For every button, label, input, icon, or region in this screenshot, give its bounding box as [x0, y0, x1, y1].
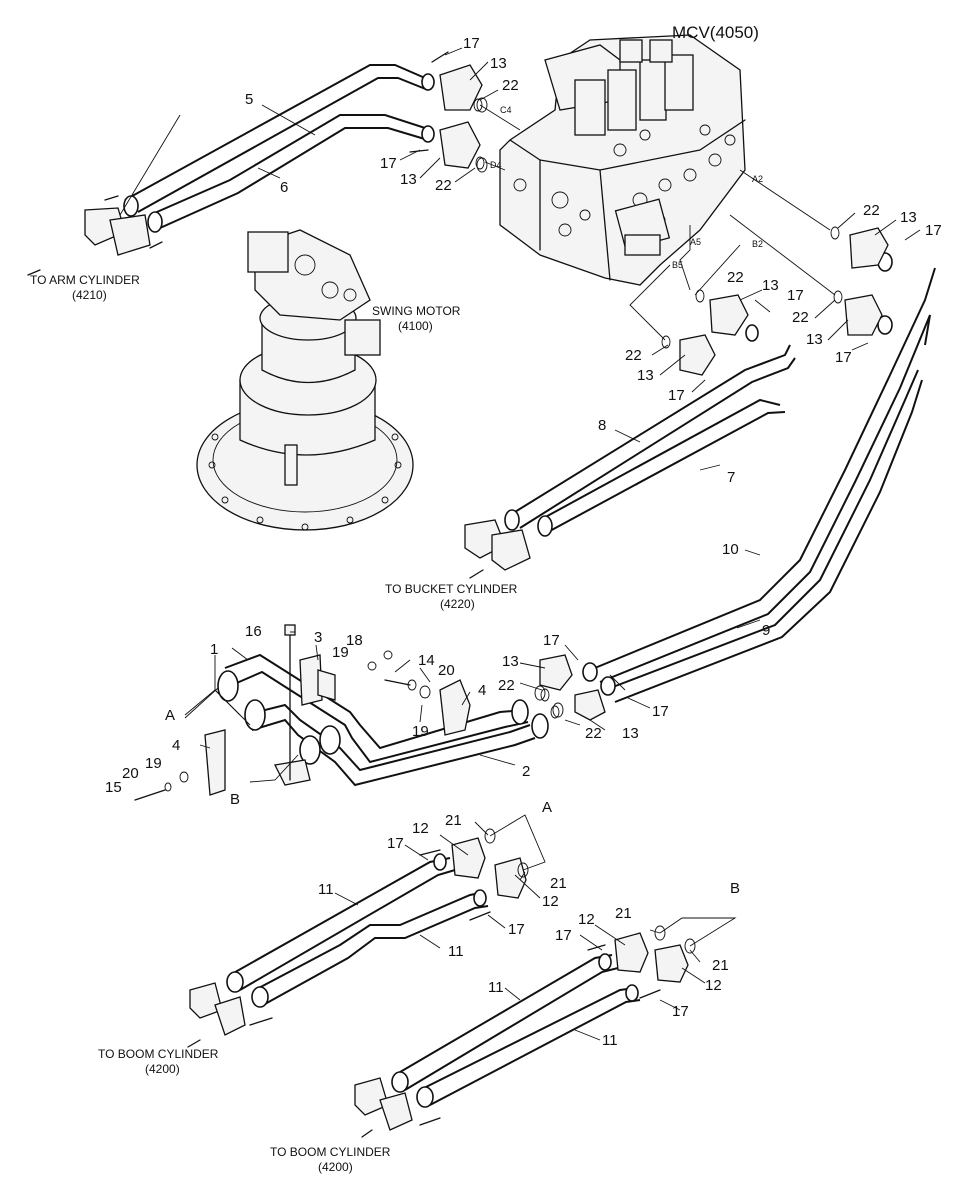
- callout-12-c: 12: [578, 911, 595, 928]
- bucket-hoses: TO BUCKET CYLINDER (4220): [385, 294, 796, 611]
- swing-motor-label: SWING MOTOR: [372, 304, 461, 318]
- callout-13-b: 13: [400, 171, 417, 188]
- callout-20-b: 20: [122, 765, 139, 782]
- port-b2: B2: [752, 239, 763, 249]
- callout-22-g: 22: [498, 677, 515, 694]
- callout-17-a: 17: [463, 35, 480, 52]
- to-boom-cylinder-2-label: TO BOOM CYLINDER: [270, 1145, 391, 1159]
- main-control-valve: MCV(4050): [499, 23, 759, 286]
- port-leader-lines: C4 D4 A2 B2 A5 B5: [479, 104, 836, 341]
- swing-motor-number: (4100): [398, 319, 433, 333]
- callout-22-d: 22: [727, 269, 744, 286]
- port-b5: B5: [672, 260, 683, 270]
- boom-hoses-upper: TO BOOM CYLINDER (4200): [98, 814, 546, 1076]
- callout-leaders: [184, 47, 921, 1041]
- callout-B-1: B: [230, 791, 240, 808]
- callout-21-c: 21: [615, 905, 632, 922]
- callout-6: 6: [280, 179, 288, 196]
- callout-13-g: 13: [502, 653, 519, 670]
- callout-22-a: 22: [502, 77, 519, 94]
- callout-19-a: 19: [332, 644, 349, 661]
- callout-17-h: 17: [652, 703, 669, 720]
- callout-21-b: 21: [550, 875, 567, 892]
- to-bucket-cylinder-number: (4220): [440, 597, 475, 611]
- callout-7: 7: [727, 469, 735, 486]
- arm-hoses: TO ARM CYLINDER (4210): [27, 51, 488, 302]
- to-boom-cylinder-1-number: (4200): [145, 1062, 180, 1076]
- to-boom-cylinder-1-label: TO BOOM CYLINDER: [98, 1047, 219, 1061]
- callout-17-k: 17: [555, 927, 572, 944]
- callout-11-b: 11: [448, 943, 464, 960]
- callout-17-l: 17: [672, 1003, 689, 1020]
- callout-4-a: 4: [478, 682, 486, 699]
- callout-11-a: 11: [318, 881, 334, 898]
- callout-1: 1: [210, 641, 218, 658]
- callout-22-c: 22: [863, 202, 880, 219]
- callout-B-2: B: [730, 880, 740, 897]
- callout-22-f: 22: [625, 347, 642, 364]
- callout-A-2: A: [542, 799, 552, 816]
- callout-21-d: 21: [712, 957, 729, 974]
- callout-11-c: 11: [488, 979, 504, 996]
- callout-17-f: 17: [668, 387, 685, 404]
- callout-17-b: 17: [380, 155, 397, 172]
- callout-13-f: 13: [637, 367, 654, 384]
- callout-9: 9: [762, 622, 770, 639]
- callout-13-a: 13: [490, 55, 507, 72]
- port-a2: A2: [752, 174, 763, 184]
- callout-5: 5: [245, 91, 253, 108]
- to-arm-cylinder-number: (4210): [72, 288, 107, 302]
- callout-20-a: 20: [438, 662, 455, 679]
- boom-supply-hoses: [534, 227, 936, 721]
- callout-21-a: 21: [445, 812, 462, 829]
- callout-A-1: A: [165, 707, 175, 724]
- callout-12-b: 12: [542, 893, 559, 910]
- callout-17-i: 17: [387, 835, 404, 852]
- callout-17-j: 17: [508, 921, 525, 938]
- callout-22-h: 22: [585, 725, 602, 742]
- callout-14: 14: [418, 652, 435, 669]
- callout-17-d: 17: [787, 287, 804, 304]
- swing-motor: SWING MOTOR (4100): [196, 229, 461, 531]
- port-d4: D4: [490, 160, 502, 170]
- callout-22-b: 22: [435, 177, 452, 194]
- callout-17-c: 17: [925, 222, 942, 239]
- callout-10: 10: [722, 541, 739, 558]
- callout-2: 2: [522, 763, 530, 780]
- to-boom-cylinder-2-number: (4200): [318, 1160, 353, 1174]
- callout-13-d: 13: [762, 277, 779, 294]
- to-arm-cylinder-label: TO ARM CYLINDER: [30, 273, 140, 287]
- mcv-label: MCV(4050): [672, 23, 759, 42]
- callout-18: 18: [346, 632, 363, 649]
- to-bucket-cylinder-label: TO BUCKET CYLINDER: [385, 582, 518, 596]
- callout-17-g: 17: [543, 632, 560, 649]
- callout-17-e: 17: [835, 349, 852, 366]
- callout-19-b: 19: [412, 723, 429, 740]
- callout-13-e: 13: [806, 331, 823, 348]
- steel-pipe-assembly: [134, 624, 549, 801]
- callout-4-b: 4: [172, 737, 180, 754]
- callout-12-a: 12: [412, 820, 429, 837]
- callout-13-c: 13: [900, 209, 917, 226]
- callout-19-c: 19: [145, 755, 162, 772]
- boom-hoses-lower: TO BOOM CYLINDER (4200): [270, 917, 737, 1174]
- callout-13-h: 13: [622, 725, 639, 742]
- port-a5: A5: [690, 237, 701, 247]
- callout-22-e: 22: [792, 309, 809, 326]
- callout-12-d: 12: [705, 977, 722, 994]
- callout-16: 16: [245, 623, 262, 640]
- callout-15: 15: [105, 779, 122, 796]
- callout-3: 3: [314, 629, 322, 646]
- port-c4: C4: [500, 105, 512, 115]
- callout-numbers: 5 6 17 13 22 17 13 22 22 13 17 22 13 17 …: [105, 35, 942, 1049]
- o-rings: [473, 98, 843, 719]
- callout-11-d: 11: [602, 1032, 618, 1049]
- callout-8: 8: [598, 417, 606, 434]
